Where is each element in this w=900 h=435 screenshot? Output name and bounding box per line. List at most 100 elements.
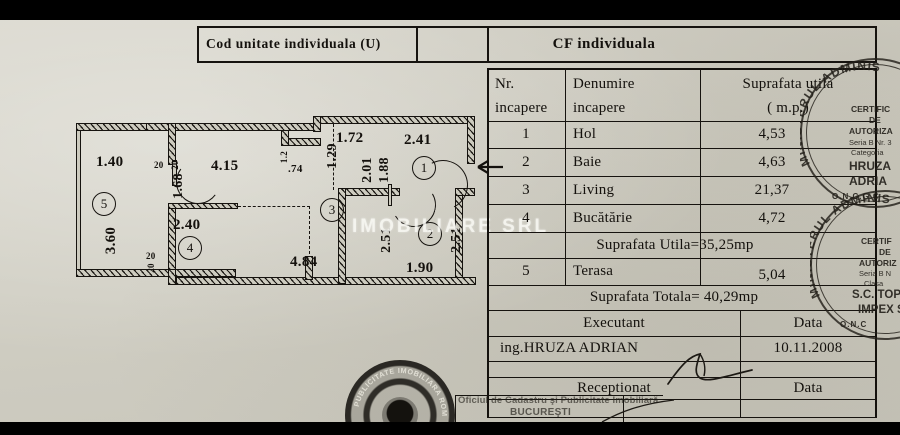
header-top-rule xyxy=(197,26,877,28)
tbl-rule-12 xyxy=(487,399,877,400)
dim-kitchen-width: 2.40 xyxy=(173,217,201,233)
entrance-direction-arrow xyxy=(477,160,503,174)
tbl-col-div-3 xyxy=(740,310,741,417)
dim-1-29: 1.29 xyxy=(324,143,340,169)
td-data-label-2: Data xyxy=(793,379,823,396)
td-executant-value: ing.HRUZA ADRIAN xyxy=(500,340,639,356)
auth-stamp-lower-arc: MINISTERUL ADMINIS xyxy=(810,191,890,301)
td-area-2: 4,63 xyxy=(758,153,786,170)
living-hall-dash-divider xyxy=(333,124,334,190)
top-wall-notch xyxy=(313,116,321,132)
td-data-value: 10.11.2008 xyxy=(773,340,843,356)
header-div-2 xyxy=(487,26,489,62)
auth-lower-l8: O.N.C xyxy=(840,320,868,329)
th-suprafata-line1: Suprafata utila xyxy=(742,75,834,92)
auth-upper-l1: CERTIFIC xyxy=(851,104,891,114)
dim-0-74: .74 xyxy=(288,163,303,175)
tbl-col-div-2b xyxy=(700,258,701,285)
auth-lower-l7: IMPEX S xyxy=(858,304,900,316)
auth-upper-l3: AUTORIZA xyxy=(849,126,893,136)
dim-2-01: 2.01 xyxy=(359,157,375,183)
td-subtotal-utila: Suprafata Utila=35,25mp xyxy=(596,236,754,253)
auth-upper-l4: Seria B Nr. 3 xyxy=(849,138,892,147)
th-denumire-line2: incapere xyxy=(573,99,626,116)
tbl-rule-4 xyxy=(487,204,877,205)
kitchen-wall-stub xyxy=(305,256,313,280)
door-leaf-terrace xyxy=(172,160,177,186)
td-area-1: 4,53 xyxy=(758,126,786,142)
td-area-3: 21,37 xyxy=(754,181,790,198)
td-nr-5: 5 xyxy=(522,263,530,279)
wall-hall-left xyxy=(168,123,176,165)
wall-bath-left xyxy=(338,188,346,284)
tbl-rule-0 xyxy=(487,68,877,70)
tbl-rule-9 xyxy=(487,336,877,337)
tbl-col-div-2 xyxy=(700,68,701,258)
td-name-3: Living xyxy=(573,181,615,198)
td-data-label-1: Data xyxy=(793,314,823,331)
auth-lower-l5: Clasa xyxy=(864,279,884,288)
cf-individuala-header: CF individuala xyxy=(552,35,656,52)
scanned-document-page: Cod unitate individuala (U) CF individua… xyxy=(0,20,900,422)
td-nr-3: 3 xyxy=(522,181,530,198)
dim-1-68: 1.68 xyxy=(170,173,186,199)
main-wall-top-right xyxy=(313,116,475,124)
tbl-edge-left xyxy=(487,68,489,417)
auth-lower-l6: S.C. TOPO xyxy=(852,289,900,301)
tbl-rule-1 xyxy=(487,121,877,122)
auth-upper-l2: DE xyxy=(869,115,881,125)
room-number-5: 5 xyxy=(92,192,116,216)
wall-right-step xyxy=(455,188,475,196)
wall-bottom-main xyxy=(176,277,476,285)
terrace-wall-left xyxy=(76,125,81,277)
tbl-rule-5 xyxy=(487,232,877,233)
kitchen-dash-top xyxy=(238,206,310,207)
td-nr-1: 1 xyxy=(522,126,530,142)
wall-right-upper xyxy=(467,116,475,164)
letterbox-top xyxy=(0,0,900,20)
office-stamp-line1: Oficiul de Cadastru şi Publicitate Imobi… xyxy=(458,395,659,406)
header-bottom-rule xyxy=(197,61,877,63)
wall-bottom-joint xyxy=(168,269,176,285)
td-receptionat-label: Receptionat xyxy=(577,379,651,396)
room-number-3: 3 xyxy=(320,198,344,222)
th-denumire-line1: Denumire xyxy=(573,75,635,92)
td-name-1: Hol xyxy=(573,126,597,142)
dim-2-51-b: 2.51 xyxy=(448,227,464,253)
dim-1-2: 1.2 xyxy=(279,150,290,164)
dim-20-a: 20 xyxy=(154,160,164,170)
auth-lower-l4: Seria B N xyxy=(859,269,892,278)
dim-20-c: 20 xyxy=(146,251,156,261)
td-area-5: 5,04 xyxy=(758,267,786,283)
dim-1-88: 1.88 xyxy=(376,157,392,183)
wall-kitchen-top xyxy=(168,203,238,209)
dim-20-b: 20 xyxy=(169,160,180,170)
auth-upper-l7: ADRIA xyxy=(849,174,887,188)
tbl-rule-3 xyxy=(487,176,877,177)
td-area-4: 4,72 xyxy=(758,209,786,226)
room-number-1: 1 xyxy=(412,156,436,180)
auth-lower-l2: DE xyxy=(879,247,891,257)
dim-20-d: 20 xyxy=(145,263,156,273)
td-name-2: Baie xyxy=(573,153,602,170)
auth-stamp-upper-arc: MINISTERUL ADMINIS xyxy=(800,59,880,169)
td-total: Suprafata Totala= 40,29mp xyxy=(589,289,759,305)
auth-lower-l1: CERTIF xyxy=(861,236,892,246)
dim-2-51-a: 2.51 xyxy=(378,227,394,253)
tbl-rule-13 xyxy=(487,417,877,418)
office-handwritten-number xyxy=(652,415,656,422)
tbl-rule-8 xyxy=(487,310,877,311)
wall-kitchen-left xyxy=(168,203,176,277)
wall-bottom-left xyxy=(76,269,236,277)
door-leaf-bath xyxy=(388,184,392,206)
seal-eagle-emblem xyxy=(382,397,418,422)
dim-1-90: 1.90 xyxy=(406,260,434,276)
th-nr-line2: incapere xyxy=(495,99,548,116)
td-name-5: Terasa xyxy=(573,263,614,279)
tbl-col-div-1 xyxy=(565,68,566,258)
td-executant-label: Executant xyxy=(583,314,645,331)
dim-terrace-width: 1.40 xyxy=(96,154,124,170)
seal-arc-text: PUBLICITATE IMOBILIARA ROMANIA xyxy=(345,360,449,417)
svg-text:PUBLICITATE IMOBILIARA ROMANIA: PUBLICITATE IMOBILIARA ROMANIA xyxy=(345,360,449,417)
